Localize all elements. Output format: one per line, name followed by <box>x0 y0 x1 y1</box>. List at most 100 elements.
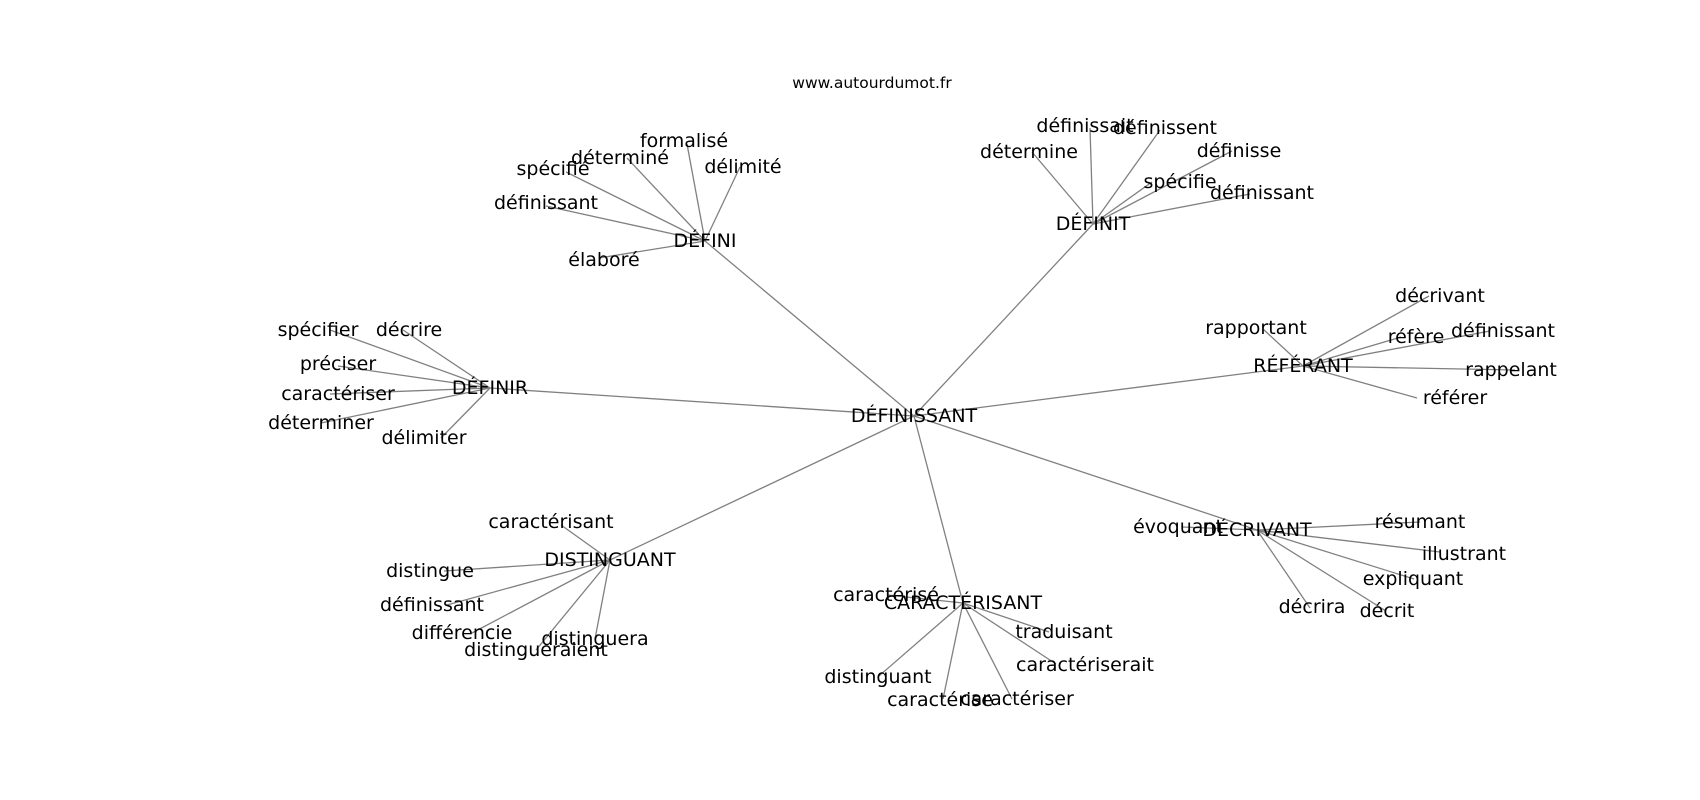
center-word[interactable]: DÉFINISSANT <box>851 404 978 427</box>
leaf-word[interactable]: caractérise <box>887 689 993 711</box>
edge-hub-to-word <box>443 559 611 572</box>
edge-center-to-hub <box>913 365 1304 417</box>
leaf-word[interactable]: caractériser <box>960 688 1074 710</box>
edge-center-to-hub <box>489 387 915 417</box>
edge-hub-to-word <box>329 329 491 389</box>
leaf-word[interactable]: spécifier <box>278 319 359 341</box>
edge-hub-to-word <box>471 559 611 634</box>
hub-word[interactable]: DISTINGUANT <box>544 549 676 571</box>
edge-hub-to-word <box>1092 150 1233 225</box>
edge-hub-to-word <box>1089 127 1094 225</box>
leaf-word[interactable]: illustrant <box>1422 543 1506 565</box>
leaf-word[interactable]: décrit <box>1360 600 1415 622</box>
edge-hub-to-word <box>1262 328 1304 367</box>
edge-hub-to-word <box>1302 330 1491 367</box>
leaf-word[interactable]: évoquant <box>1133 516 1223 538</box>
leaf-word[interactable]: déterminer <box>268 412 374 434</box>
edge-hub-to-word <box>942 602 964 700</box>
edge-hub-to-word <box>1302 365 1418 399</box>
edge-hub-to-word <box>320 387 491 424</box>
leaf-word[interactable]: définissant <box>1210 182 1314 204</box>
leaf-word[interactable]: caractériser <box>281 383 395 405</box>
hub-word[interactable]: DÉFINIT <box>1056 212 1131 235</box>
leaf-word[interactable]: définissait <box>1036 115 1133 137</box>
leaf-word[interactable]: spécifie <box>1143 171 1216 193</box>
leaf-word[interactable]: caractériserait <box>1016 654 1154 676</box>
edge-hub-to-word <box>962 602 1057 665</box>
edge-hub-to-word <box>440 387 491 439</box>
source-url: www.autourdumot.fr <box>792 74 952 92</box>
edge-hub-to-word <box>1031 151 1094 225</box>
edge-center-to-hub <box>704 240 915 417</box>
leaf-word[interactable]: spécifié <box>516 158 589 180</box>
leaf-word[interactable]: élaboré <box>568 249 639 271</box>
leaf-word[interactable]: résumant <box>1375 511 1466 533</box>
leaf-word[interactable]: détermine <box>980 141 1078 163</box>
edge-hub-to-word <box>545 205 706 242</box>
leaf-word[interactable]: distingue <box>386 560 474 582</box>
edge-hub-to-word <box>594 559 611 640</box>
leaf-word[interactable]: délimité <box>704 156 781 178</box>
hub-word[interactable]: DÉCRIVANT <box>1202 518 1312 541</box>
leaf-word[interactable]: référer <box>1423 387 1488 409</box>
edge-hub-to-word <box>1302 336 1402 367</box>
leaf-word[interactable]: caractérisant <box>488 511 613 533</box>
edge-hub-to-word <box>402 329 491 389</box>
leaf-word[interactable]: rapportant <box>1205 317 1307 339</box>
edge-hub-to-word <box>1256 529 1415 580</box>
edge-hub-to-word <box>887 594 964 604</box>
edge-hub-to-word <box>962 602 1013 700</box>
edge-hub-to-word <box>329 387 491 395</box>
edge-hub-to-word <box>1256 521 1421 531</box>
leaf-word[interactable]: décrivant <box>1395 285 1485 307</box>
leaf-word[interactable]: différencie <box>412 622 513 644</box>
edge-center-to-hub <box>609 415 915 561</box>
leaf-word[interactable]: définissant <box>380 594 484 616</box>
hub-word[interactable]: DÉFINIR <box>452 376 528 399</box>
edge-center-to-hub <box>913 415 964 604</box>
leaf-word[interactable]: délimiter <box>381 427 466 449</box>
leaf-word[interactable]: décrira <box>1279 596 1346 618</box>
leaf-word[interactable]: réfère <box>1388 326 1445 348</box>
leaf-word[interactable]: traduisant <box>1015 621 1112 643</box>
leaf-word[interactable]: distingueraient <box>464 639 608 661</box>
edge-center-to-hub <box>913 415 1258 531</box>
edge-hub-to-word <box>1092 129 1161 225</box>
edge-hub-to-word <box>962 602 1050 633</box>
edge-hub-to-word <box>1302 295 1430 367</box>
leaf-word[interactable]: définissent <box>1113 117 1217 139</box>
edge-hub-to-word <box>1181 526 1258 531</box>
edge-hub-to-word <box>1092 193 1251 225</box>
edge-hub-to-word <box>686 143 706 242</box>
edge-hub-to-word <box>878 602 964 677</box>
edge-hub-to-word <box>560 524 611 561</box>
edge-hub-to-word <box>1256 529 1441 553</box>
edge-hub-to-word <box>1092 181 1153 225</box>
leaf-word[interactable]: rappelant <box>1465 359 1557 381</box>
edge-hub-to-word <box>565 171 706 242</box>
leaf-word[interactable]: caractérisé <box>833 584 939 606</box>
edge-hub-to-word <box>337 365 491 389</box>
edge-hub-to-word <box>1302 365 1516 371</box>
leaf-word[interactable]: décrire <box>376 319 442 341</box>
edge-hub-to-word <box>535 559 611 651</box>
hub-word[interactable]: RÉFÉRANT <box>1253 354 1353 377</box>
edge-hub-to-word <box>1256 529 1387 612</box>
edge-hub-to-word <box>704 166 741 242</box>
edge-hub-to-word <box>598 240 706 259</box>
leaf-word[interactable]: formalisé <box>640 130 728 152</box>
leaf-word[interactable]: déterminé <box>571 147 669 169</box>
leaf-word[interactable]: définissant <box>494 192 598 214</box>
leaf-word[interactable]: distinguera <box>541 628 648 650</box>
leaf-word[interactable]: expliquant <box>1363 568 1463 590</box>
edge-hub-to-word <box>1256 529 1311 609</box>
leaf-word[interactable]: définissant <box>1451 320 1555 342</box>
leaf-word[interactable]: définisse <box>1197 140 1282 162</box>
edge-hub-to-word <box>626 157 706 242</box>
hub-word[interactable]: DÉFINI <box>674 229 737 252</box>
leaf-word[interactable]: préciser <box>300 353 376 375</box>
hub-word[interactable]: CARACTÉRISANT <box>884 591 1043 614</box>
edge-hub-to-word <box>446 559 611 606</box>
leaf-word[interactable]: distinguant <box>824 666 931 688</box>
